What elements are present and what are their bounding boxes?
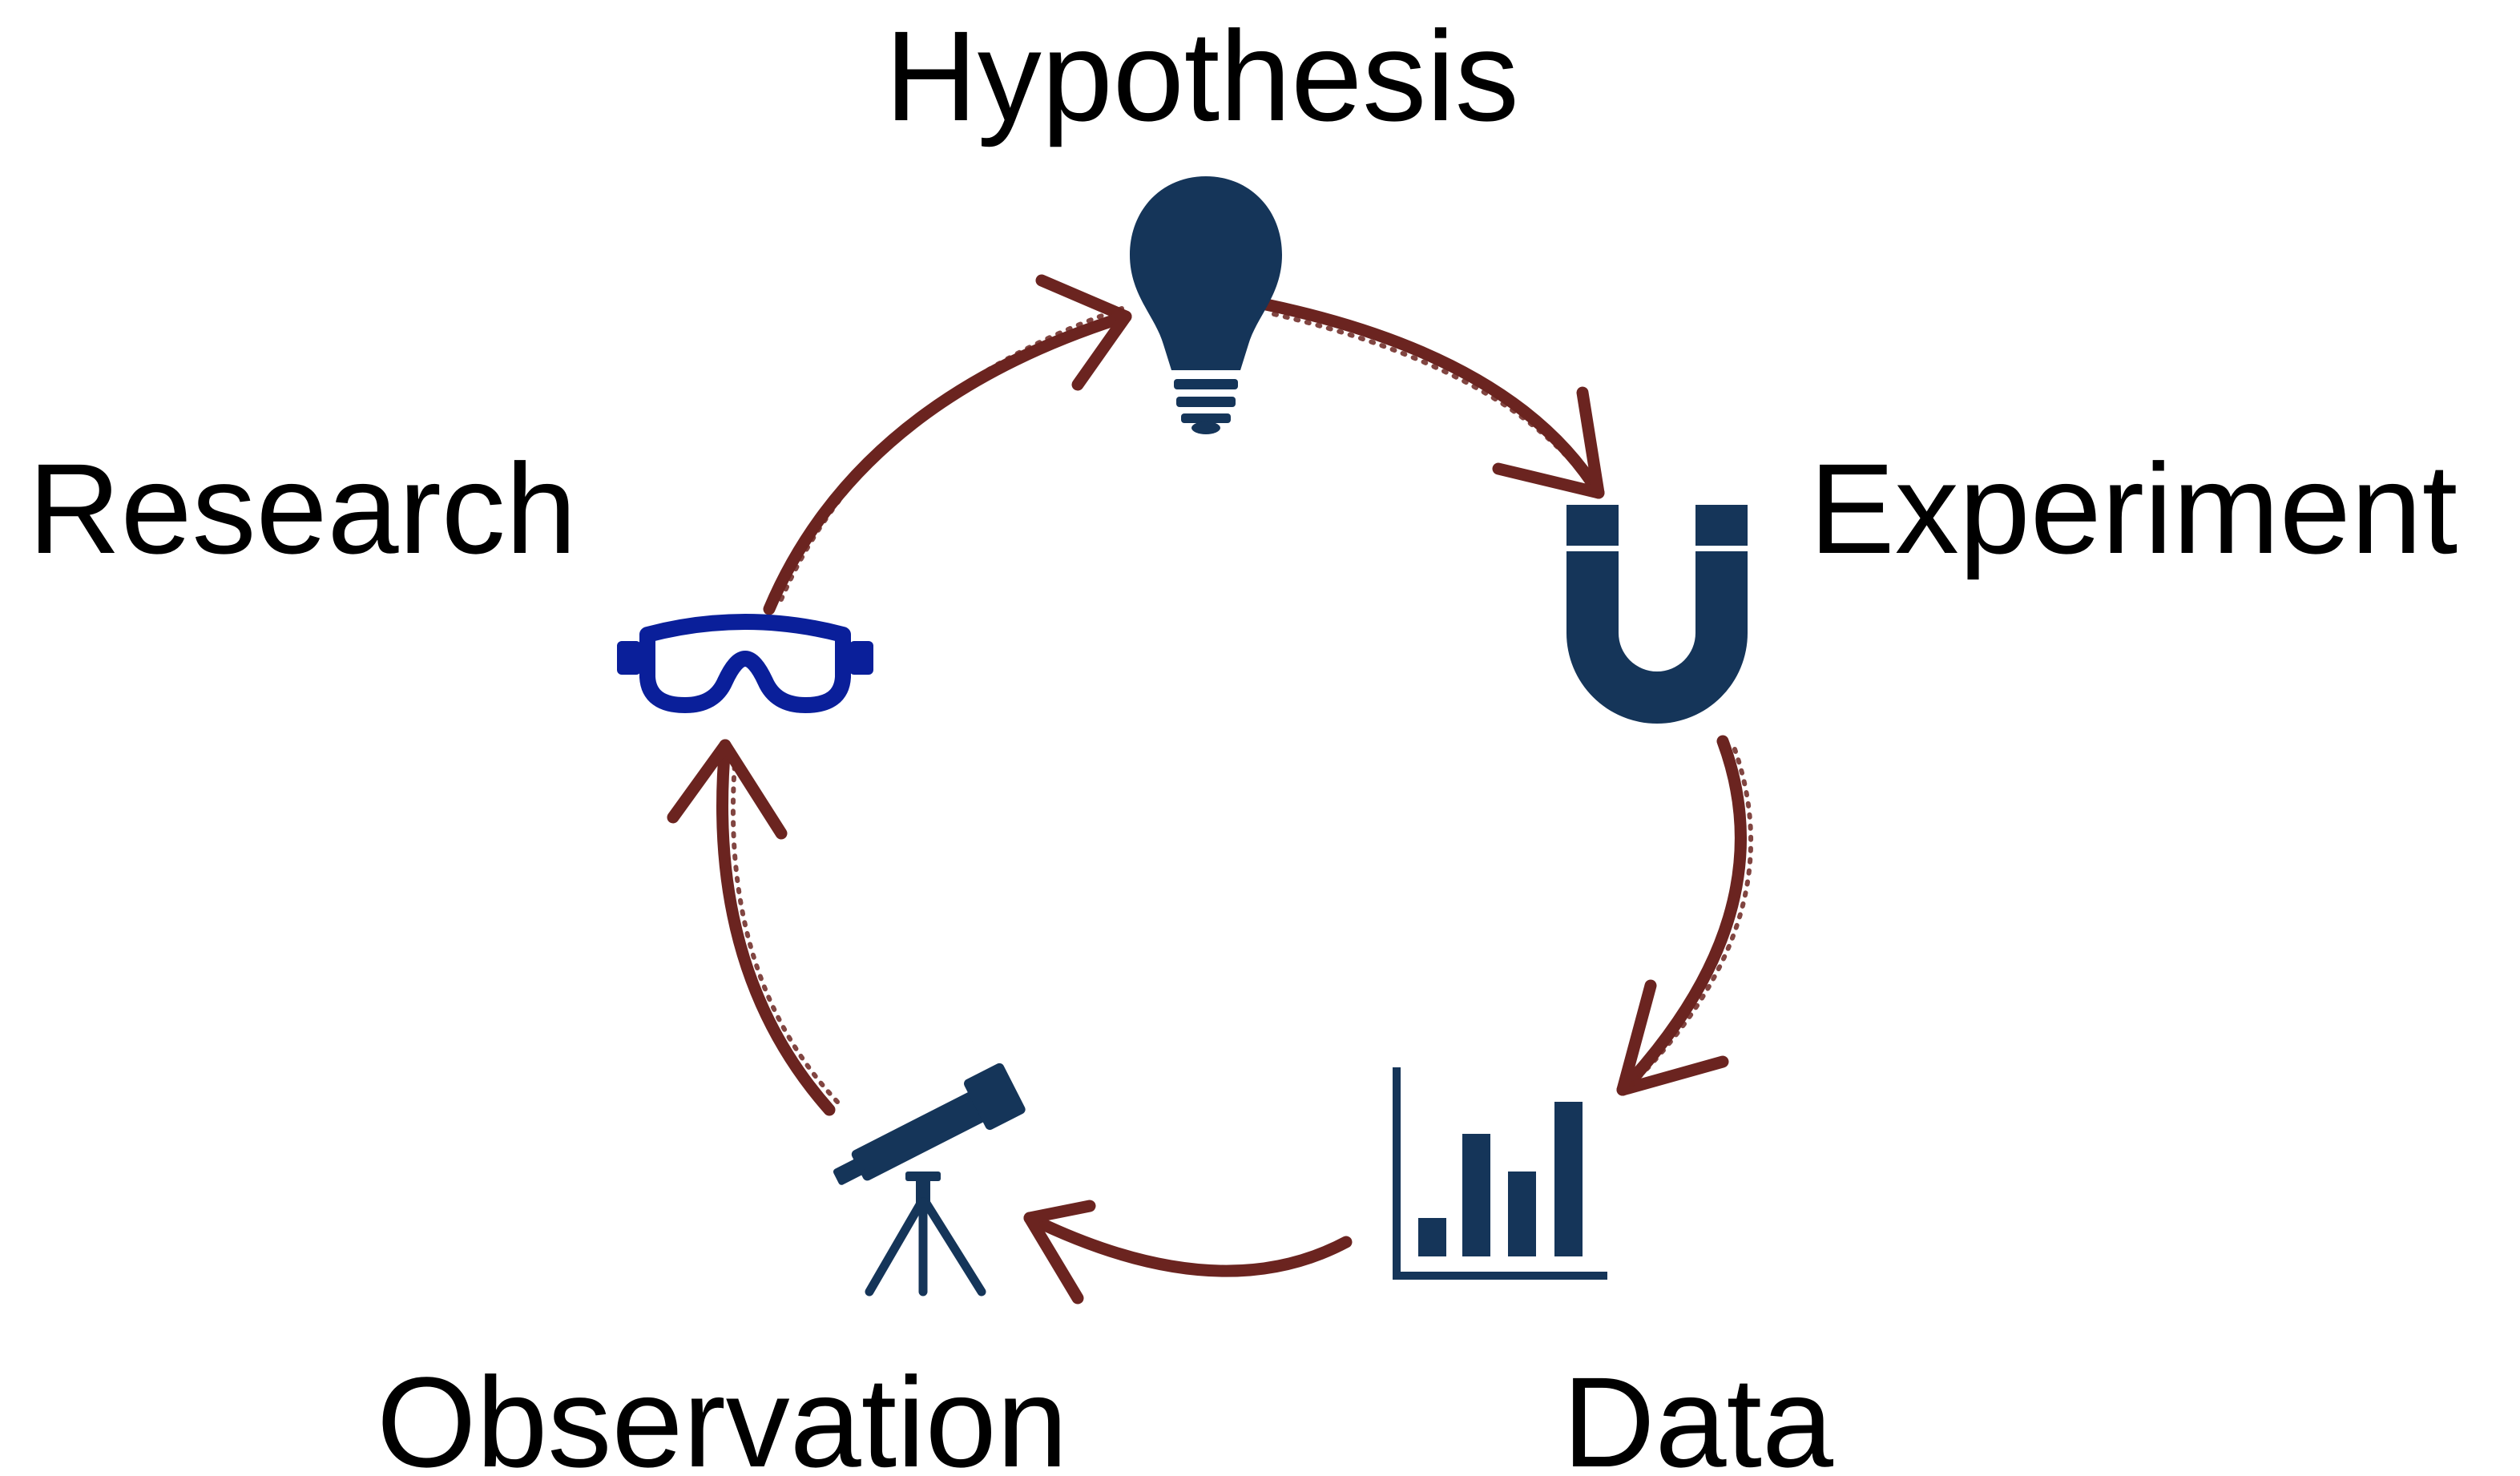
lightbulb-icon: [1130, 176, 1282, 434]
bar-chart-icon: [1393, 1067, 1607, 1280]
arrow-data-to-observation: [1023, 1200, 1353, 1305]
arrow-research-to-hypothesis: [763, 274, 1132, 615]
label-observation: Observation: [377, 1350, 1068, 1476]
arrow-experiment-to-data: [1616, 735, 1754, 1096]
magnet-icon: [1566, 505, 1748, 724]
arrow-observation-to-research: [667, 739, 840, 1116]
label-hypothesis: Hypothesis: [885, 4, 1518, 147]
arrow-hypothesis-to-experiment: [1260, 298, 1605, 499]
telescope-icon: [833, 1063, 1026, 1297]
cycle-arrows: [667, 274, 1754, 1305]
goggles-icon: [617, 614, 873, 713]
label-research: Research: [28, 437, 577, 580]
label-data: Data: [1562, 1350, 1833, 1476]
label-experiment: Experiment: [1809, 437, 2458, 580]
